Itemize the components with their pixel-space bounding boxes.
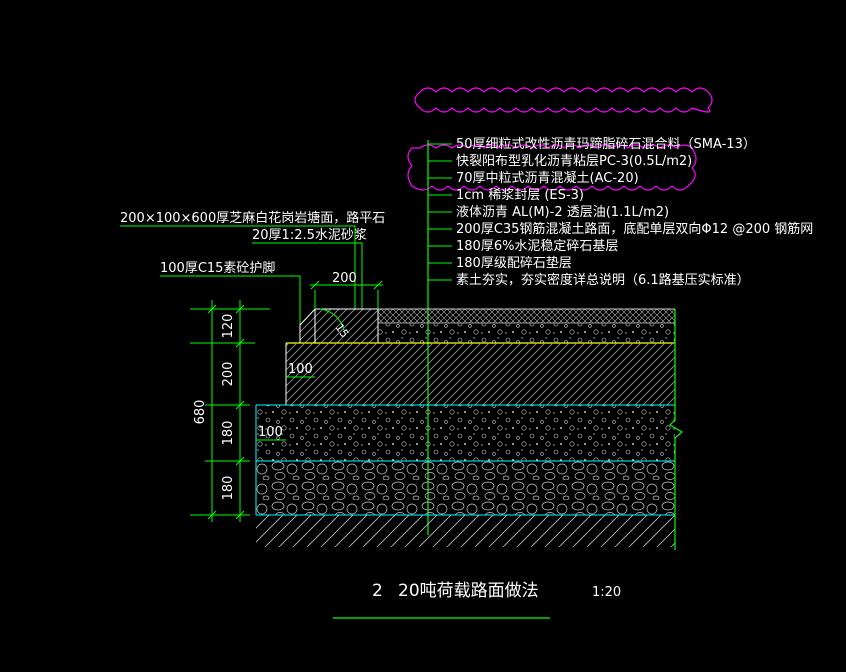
layer-cement-base <box>256 405 675 461</box>
callout-concrete-slab: 200厚C35钢筋混凝土路面，底配单层双向Φ12 @200 钢筋网 <box>456 221 813 237</box>
dim-steps <box>256 376 315 441</box>
layer-callouts: 50厚细粒式改性沥青玛蹄脂碎石混合料（SMA-13） 快裂阳布型乳化沥青粘层PC… <box>456 136 813 288</box>
title-scale: 1:20 <box>592 585 621 600</box>
curb-label-line1: 200×100×600厚芝麻白花岗岩塘面，路平石 <box>120 210 385 226</box>
dim-step-lower: 100 <box>258 425 283 440</box>
title-number: 2 <box>372 581 383 601</box>
left-labels: 200×100×600厚芝麻白花岗岩塘面，路平石 20厚1:2.5水泥砂浆 10… <box>120 210 385 276</box>
callout-cement-base: 180厚6%水泥稳定碎石基层 <box>456 238 618 254</box>
footing-label: 100厚C15素砼护脚 <box>160 260 275 276</box>
callout-gravel-subbase: 180厚级配碎石垫层 <box>456 255 572 271</box>
drawing-title: 2 20吨荷载路面做法 1:20 <box>333 581 621 619</box>
callout-sma: 50厚细粒式改性沥青玛蹄脂碎石混合料（SMA-13） <box>456 136 756 152</box>
dim-vertical <box>190 300 270 522</box>
callout-ac20: 70厚中粒式沥青混凝土(AC-20) <box>456 170 639 186</box>
break-line <box>669 309 684 550</box>
layer-subgrade <box>256 515 675 547</box>
dim-total: 680 <box>193 400 208 425</box>
dim-top-label: 200 <box>332 271 357 286</box>
dim-200: 200 <box>221 362 236 387</box>
dim-top <box>310 280 383 331</box>
layer-graded-gravel <box>256 461 675 515</box>
callout-prime-coat: 液体沥青 AL(M)-2 透层油(1.1L/m2) <box>456 205 669 220</box>
callout-tack-coat: 快裂阳布型乳化沥青粘层PC-3(0.5L/m2) <box>456 154 692 169</box>
pavement-section <box>255 307 684 550</box>
curb-label-line2: 20厚1:2.5水泥砂浆 <box>252 228 367 243</box>
callout-ticks <box>428 143 452 281</box>
callout-subgrade: 素土夯实，夯实密度详总说明（6.1路基压实标准） <box>456 272 750 288</box>
layer-ac20 <box>378 323 675 343</box>
dim-120: 120 <box>221 314 236 339</box>
dim-180-base: 180 <box>221 421 236 446</box>
layer-concrete <box>315 343 675 405</box>
revision-cloud <box>407 87 713 191</box>
dim-step-upper: 100 <box>288 362 313 377</box>
layer-sma <box>378 309 675 323</box>
title-text: 20吨荷载路面做法 <box>398 581 539 601</box>
left-leaders <box>120 225 363 334</box>
dim-vertical-labels: 120 200 180 180 680 <box>193 314 236 501</box>
callout-slurry-seal: 1cm 稀浆封层 (ES-3) <box>456 188 584 203</box>
dim-180-subbase: 180 <box>221 476 236 501</box>
